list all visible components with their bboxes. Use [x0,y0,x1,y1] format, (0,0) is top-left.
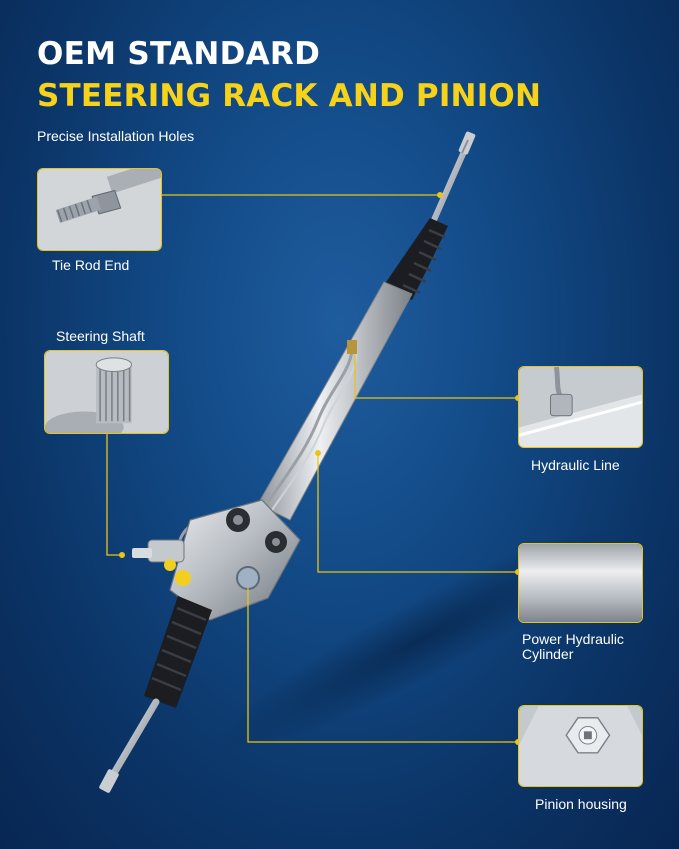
pinion-housing-image [519,706,642,786]
power-hydraulic-cylinder-callout [518,543,643,623]
valve-housing [132,499,301,621]
subtitle: Precise Installation Holes [37,128,195,144]
steering-shaft-callout [44,350,169,434]
title-line-1: OEM STANDARD [37,36,321,72]
pinion-housing-label: Pinion housing [535,796,627,812]
pinion-housing-callout [518,705,643,787]
tie-rod-end-image [38,169,161,250]
steering-shaft-label: Steering Shaft [56,328,145,344]
hydraulic-line-callout [518,366,643,448]
hydraulic-line-label: Hydraulic Line [531,457,620,473]
upper-boot [382,218,448,300]
tie-rod-end-label: Tie Rod End [52,257,130,273]
power-hydraulic-cylinder-label-line2: Cylinder [522,646,574,662]
connector-lines [106,194,518,743]
power-hydraulic-cylinder-image [519,544,642,622]
tie-rod-end-callout [37,168,162,251]
title-line-2: STEERING RACK AND PINION [37,78,542,114]
lower-boot [144,596,212,708]
steering-shaft-image [45,351,168,433]
hydraulic-line-image [519,367,642,447]
power-hydraulic-cylinder-label: Power Hydraulic Cylinder [522,632,624,662]
power-hydraulic-cylinder-label-line1: Power Hydraulic [522,631,624,647]
